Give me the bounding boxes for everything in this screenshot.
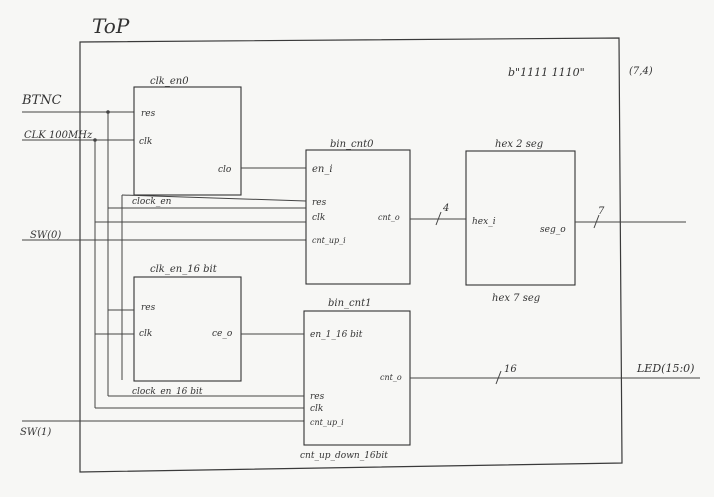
bus-width-cnt0-hex: 4 — [442, 203, 449, 214]
clk-en-16-port-clk: clk — [139, 329, 152, 339]
bus-slash — [435, 211, 442, 226]
input-sw1-label: SW(1) — [20, 427, 51, 438]
bus-slash — [495, 370, 502, 385]
junction-dot — [106, 110, 110, 114]
block-bin-cnt0 — [305, 149, 411, 285]
clk-en0-port-clk: clk — [139, 137, 152, 147]
input-sw0-label: SW(0) — [30, 230, 61, 241]
top-frame — [79, 37, 623, 473]
bin-cnt1-port-en: en_1_16 bit — [310, 330, 363, 340]
clk-en0-port-res: res — [141, 109, 156, 119]
clk-en0-caption: clock_en — [132, 197, 172, 207]
block-clk-en0 — [133, 86, 242, 196]
block-clk-en0-title: clk_en0 — [150, 76, 189, 87]
block-hex2seg-title: hex 2 seg — [495, 139, 543, 150]
bin-cnt0-port-en: en_i — [312, 164, 333, 175]
bin-cnt0-port-clk: clk — [312, 213, 325, 223]
clock-en-wire — [121, 194, 307, 202]
junction-dot — [93, 138, 97, 142]
hex2seg-caption: hex 7 seg — [492, 293, 540, 304]
input-btnc-label: BTNC — [21, 93, 62, 108]
block-bin-cnt0-title: bin_cnt0 — [330, 139, 374, 150]
block-hex2seg — [465, 150, 576, 286]
bin-cnt0-port-up: cnt_up_i — [312, 236, 346, 245]
top-note-tag: (7,4) — [629, 66, 653, 77]
hex2seg-port-in: hex_i — [472, 217, 496, 227]
block-bin-cnt1-title: bin_cnt1 — [328, 298, 371, 309]
bus-slash — [593, 214, 600, 229]
bin-cnt1-port-out: cnt_o — [380, 373, 402, 382]
top-note: b"1111 1110" — [508, 66, 585, 79]
block-clk-en-16 — [133, 276, 242, 382]
top-label: ToP — [92, 14, 130, 38]
hex2seg-port-out: seg_o — [540, 225, 566, 235]
bin-cnt1-caption: cnt_up_down_16bit — [300, 451, 388, 461]
output-led-label: LED(15:0) — [636, 362, 694, 375]
clk-en-16-caption: clock_en_16 bit — [132, 387, 203, 397]
clk-en-16-port-out: ce_o — [212, 329, 233, 339]
bus-width-led: 16 — [504, 364, 517, 375]
bin-cnt1-port-up: cnt_up_i — [310, 418, 344, 427]
bus-width-seg: 7 — [598, 206, 605, 217]
bin-cnt0-port-res: res — [312, 198, 327, 208]
block-clk-en-16-title: clk_en_16 bit — [150, 264, 218, 275]
clk-en0-port-out: clo — [218, 165, 232, 175]
clk-en-16-port-res: res — [141, 303, 156, 313]
input-clk-label: CLK 100MHz — [24, 130, 93, 141]
bin-cnt1-port-clk: clk — [310, 404, 323, 414]
bin-cnt1-port-res: res — [310, 392, 325, 402]
bin-cnt0-port-out: cnt_o — [378, 213, 400, 222]
